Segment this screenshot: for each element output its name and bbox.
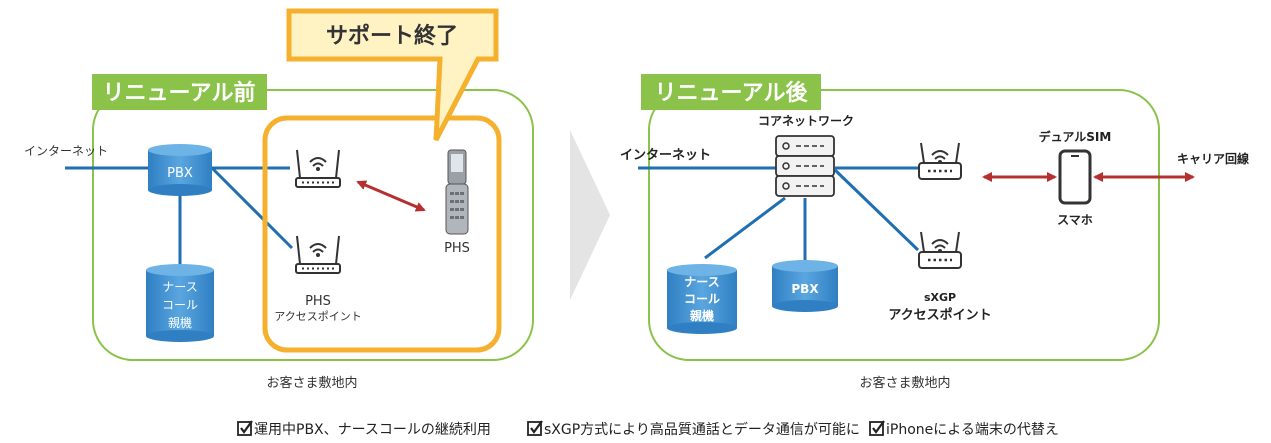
after-premises-box	[648, 89, 1160, 361]
after-nursecall-database-icon	[667, 264, 737, 334]
after-nursecall-line2: コール	[684, 292, 720, 306]
before-internet-label: インターネット	[24, 144, 108, 158]
phs-flip-phone-icon	[445, 149, 469, 235]
carrier-label: キャリア回線	[1177, 151, 1249, 166]
before-router-1-wifi-router-icon	[295, 149, 341, 188]
core-server-icon	[775, 135, 835, 197]
after-nursecall-line1: ナース	[684, 275, 719, 289]
benefit-1-checkbox-icon	[237, 420, 253, 436]
benefit-2-label: sXGP方式により高品質通話とデータ通信が可能に	[544, 421, 860, 438]
phs-ap-title: PHS	[305, 294, 331, 309]
sxgp-ap-1-wifi-router-icon	[918, 142, 962, 180]
before-tag-label: リニューアル前	[103, 80, 256, 106]
benefit-3-label: iPhoneによる端末の代替え	[886, 422, 1059, 438]
benefit-1-label: 運用中PBX、ナースコールの継続利用	[254, 421, 491, 438]
after-internet-label: インターネット	[620, 148, 711, 163]
phs-support-end-box	[262, 115, 502, 353]
core-network-label: コアネットワーク	[758, 114, 854, 128]
after-tag-label: リニューアル後	[655, 80, 809, 106]
after-premises-label: お客さま敷地内	[859, 375, 950, 391]
before-panel: リニューアル前 インターネット PBX ナース コール 親機	[24, 8, 534, 391]
benefits-row: 運用中PBX、ナースコールの継続利用 sXGP方式により高品質通話とデータ通信が…	[237, 420, 1059, 438]
sxgp-ap-sub: アクセスポイント	[888, 307, 991, 323]
sxgp-ap-title: sXGP	[924, 291, 956, 304]
before-nursecall-line3: 親機	[168, 315, 192, 330]
support-end-callout	[286, 8, 499, 142]
before-nursecall-line1: ナース	[162, 280, 197, 294]
after-tag	[641, 74, 821, 110]
before-router-2-wifi-router-icon	[295, 235, 341, 274]
before-pbx-label: PBX	[167, 166, 193, 181]
before-nursecall-database-icon	[146, 264, 214, 342]
before-radio-link-arrow	[356, 180, 426, 212]
support-end-label: サポート終了	[326, 23, 458, 49]
before-pbx-ap2-line	[210, 166, 294, 250]
phs-ap-sub: アクセスポイント	[274, 310, 361, 323]
phs-label: PHS	[444, 241, 470, 256]
before-premises-label: お客さま敷地内	[266, 375, 357, 391]
smartphone-label: スマホ	[1057, 213, 1093, 227]
after-nursecall-line3: 親機	[690, 308, 714, 323]
after-core-nurse-line	[704, 196, 786, 260]
sxgp-ap-2-wifi-router-icon	[918, 231, 962, 269]
before-pbx-database-icon	[148, 144, 212, 196]
transition-arrow-icon	[570, 130, 610, 300]
after-pbx-database-icon	[772, 260, 838, 312]
dual-sim-label: デュアルSIM	[1039, 129, 1112, 144]
benefit-3-checkbox-icon	[869, 420, 885, 436]
after-core-ap2-line	[833, 168, 920, 252]
before-tag	[92, 74, 267, 110]
smartphone-icon	[1058, 149, 1092, 205]
before-premises-box	[92, 89, 534, 361]
before-nursecall-line2: コール	[162, 298, 198, 312]
after-panel: リニューアル後 コアネットワーク インターネット ナース コール	[620, 74, 1249, 391]
after-pbx-label: PBX	[791, 282, 819, 296]
benefit-2-checkbox-icon	[527, 420, 543, 436]
